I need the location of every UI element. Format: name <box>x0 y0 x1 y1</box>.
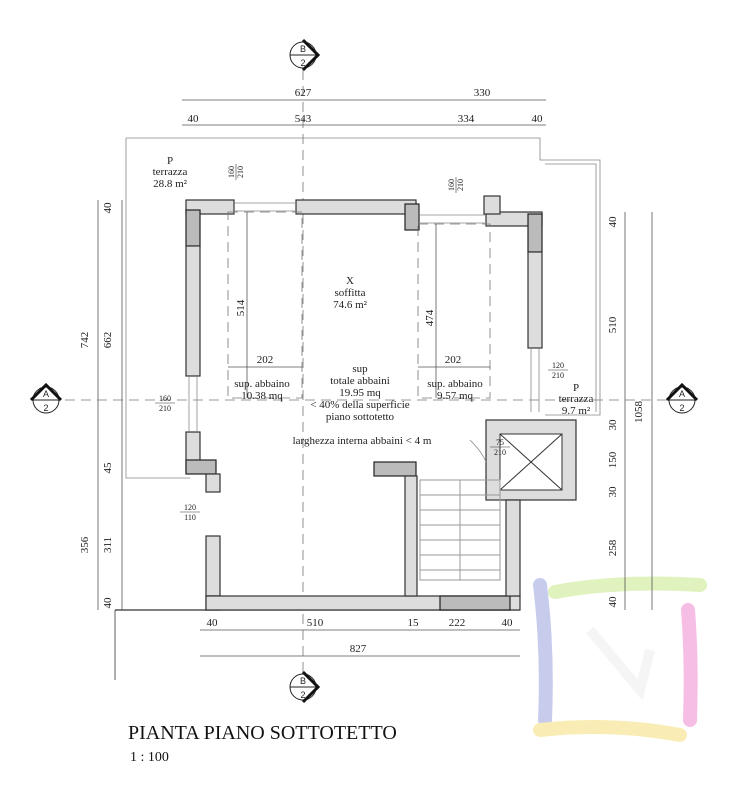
dim-510: 510 <box>307 617 324 629</box>
svg-text:X: X <box>346 275 354 287</box>
dim-474: 474 <box>424 309 436 326</box>
svg-text:160: 160 <box>227 166 236 178</box>
svg-text:75: 75 <box>496 438 504 447</box>
svg-text:2: 2 <box>300 58 305 68</box>
dim-40: 40 <box>102 202 114 214</box>
dim-510: 510 <box>607 316 619 333</box>
svg-text:terrazza: terrazza <box>153 166 188 178</box>
svg-text:< 40% della superficie: < 40% della superficie <box>310 399 409 411</box>
plan-scale: 1 : 100 <box>130 750 169 765</box>
dim-40: 40 <box>102 597 114 609</box>
logo <box>533 576 707 742</box>
dim-311: 311 <box>102 537 114 553</box>
svg-text:28.8 m²: 28.8 m² <box>153 178 188 190</box>
dim-40: 40 <box>607 596 619 608</box>
abbaino-left-outline <box>227 211 303 399</box>
dim-30: 30 <box>607 486 619 498</box>
svg-text:totale abbaini: totale abbaini <box>330 375 390 387</box>
section-marker-b-top: B2 <box>289 38 321 72</box>
dim-514: 514 <box>235 299 247 316</box>
larghezza-note: larghezza interna abbaini < 4 m <box>293 435 432 447</box>
section-marker-a-right: A2 <box>665 382 699 414</box>
dim-543: 543 <box>295 113 312 125</box>
plan-title: PIANTA PIANO SOTTOTETTO <box>128 722 397 744</box>
svg-text:2: 2 <box>43 403 48 413</box>
dim-45: 45 <box>102 462 114 474</box>
abbaino-left-area: 10.38 mq <box>241 390 283 402</box>
svg-text:110: 110 <box>184 513 196 522</box>
svg-text:P: P <box>167 155 173 167</box>
dim-334: 334 <box>458 113 475 125</box>
dim-662: 662 <box>102 332 114 349</box>
abbaino-left-label: sup. abbaino <box>234 378 290 390</box>
dimension-lines <box>97 99 653 657</box>
svg-text:120: 120 <box>552 361 564 370</box>
dim-1058: 1058 <box>633 401 645 424</box>
dim-40: 40 <box>207 617 219 629</box>
dim-40: 40 <box>188 113 200 125</box>
room-soffitta: X soffitta 74.6 m² <box>333 275 368 311</box>
svg-text:210: 210 <box>236 166 245 178</box>
svg-text:210: 210 <box>159 404 171 413</box>
room-terrazza-small: P terrazza 9.7 m² <box>559 382 594 417</box>
dim-258: 258 <box>607 539 619 556</box>
svg-text:160: 160 <box>447 179 456 191</box>
dim-827: 827 <box>350 643 367 655</box>
walls <box>185 195 577 611</box>
dim-222: 222 <box>449 617 466 629</box>
dim-202: 202 <box>257 354 274 366</box>
dim-627: 627 <box>295 87 312 99</box>
svg-text:terrazza: terrazza <box>559 393 594 405</box>
svg-text:sup: sup <box>352 363 368 375</box>
windows <box>188 202 540 463</box>
dim-40: 40 <box>607 216 619 228</box>
dim-202: 202 <box>445 354 462 366</box>
svg-text:piano sottotetto: piano sottotetto <box>326 411 395 423</box>
svg-text:B: B <box>300 676 306 686</box>
abbaini-total-note: sup totale abbaini 19.95 mq < 40% della … <box>310 363 409 423</box>
dim-330: 330 <box>474 87 491 99</box>
dim-40: 40 <box>502 617 514 629</box>
svg-text:B: B <box>300 44 306 54</box>
svg-text:160: 160 <box>159 394 171 403</box>
svg-text:210: 210 <box>456 179 465 191</box>
dim-40: 40 <box>532 113 544 125</box>
svg-text:soffitta: soffitta <box>335 287 366 299</box>
stairs <box>419 479 501 581</box>
svg-text:A: A <box>43 389 49 399</box>
abbaino-right-outline <box>417 223 491 399</box>
room-terrazza-big: P terrazza 28.8 m² <box>153 155 188 190</box>
svg-text:P: P <box>573 382 579 394</box>
svg-text:2: 2 <box>300 690 305 700</box>
terrace-outline <box>126 137 601 416</box>
svg-text:A: A <box>679 389 685 399</box>
dim-356: 356 <box>79 536 91 553</box>
svg-text:210: 210 <box>494 448 506 457</box>
svg-text:210: 210 <box>552 371 564 380</box>
abbaino-right-area: 9.57 mq <box>437 390 474 402</box>
dim-15: 15 <box>408 617 420 629</box>
section-marker-b-bottom: B2 <box>289 670 321 704</box>
svg-text:74.6 m²: 74.6 m² <box>333 299 368 311</box>
dim-30: 30 <box>607 419 619 431</box>
abbaino-right-label: sup. abbaino <box>427 378 483 390</box>
svg-text:9.7 m²: 9.7 m² <box>562 405 591 417</box>
dim-742: 742 <box>79 332 91 349</box>
dim-150: 150 <box>607 451 619 468</box>
svg-text:19.95 mq: 19.95 mq <box>339 387 381 399</box>
section-marker-a-left: A2 <box>29 382 63 414</box>
svg-text:120: 120 <box>184 503 196 512</box>
svg-text:2: 2 <box>679 403 684 413</box>
